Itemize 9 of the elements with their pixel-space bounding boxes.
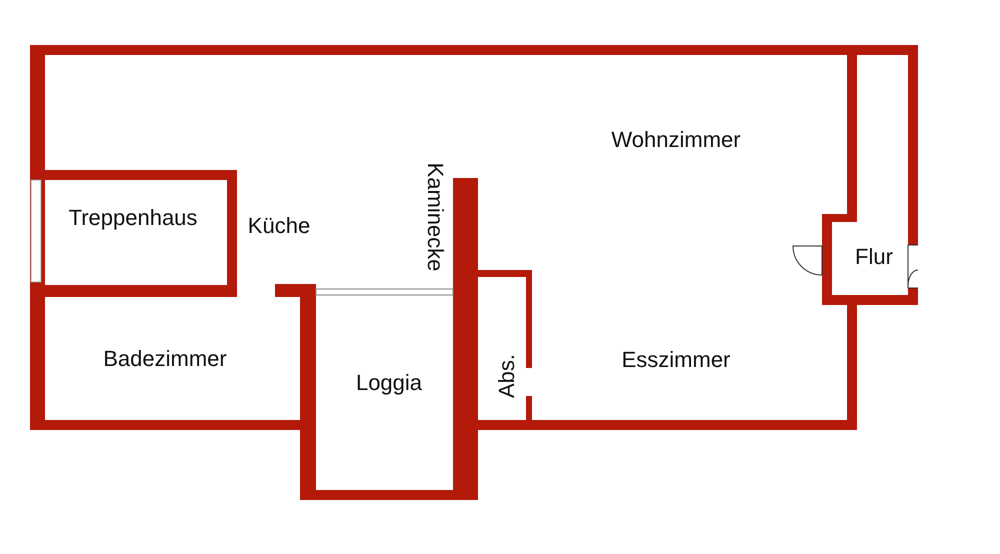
room-label: Abs. [496,354,518,398]
room-label: Küche [248,215,310,237]
room-label: Treppenhaus [68,207,198,229]
room-label: Kaminecke [424,162,446,272]
room-label: Badezimmer [103,348,227,370]
room-label: Flur [855,246,893,268]
room-label: Wohnzimmer [611,129,741,151]
room-label: Loggia [356,372,422,394]
room-label: Esszimmer [622,349,730,371]
